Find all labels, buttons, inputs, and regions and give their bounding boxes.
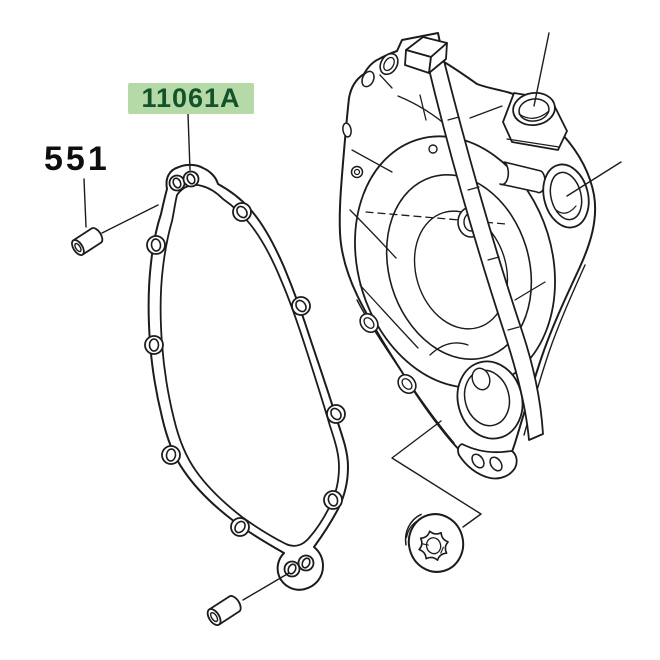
leader-to-side-opening [567,162,621,196]
leader-gasket-to-lower-pin [243,573,289,600]
leader-pin-to-gasket [102,205,158,233]
clutch-cover-drawing [325,33,595,479]
leader-lines [84,33,621,600]
gasket-bolt-ears [145,172,345,577]
leader-to-plug [392,421,481,527]
gasket-drawing [145,165,348,590]
dowel-pin-lower-drawing [205,594,243,628]
leader-to-filler-cap [534,33,549,106]
leader-551-to-pin [84,179,86,227]
part-label-11061a-highlighted[interactable]: 11061A [128,83,254,114]
part-label-551[interactable]: 551 [44,140,110,178]
leader-label-to-gasket [188,114,190,170]
timing-plug-drawing [399,506,469,579]
gasket-bolt-holes [150,173,344,575]
dowel-pin-upper-drawing [70,226,105,257]
